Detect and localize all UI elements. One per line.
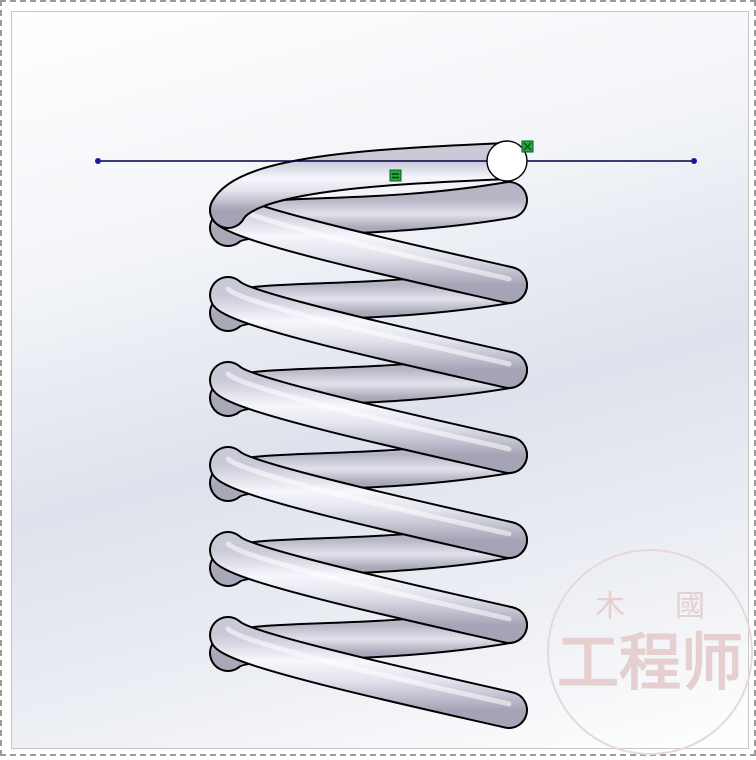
watermark-main-text: 工程师 — [557, 626, 743, 699]
sketch-profile-circle[interactable] — [486, 140, 528, 182]
coil-highlight — [225, 541, 512, 622]
coincident-relation-icon[interactable] — [521, 140, 534, 153]
helix-spring-body[interactable] — [209, 142, 528, 729]
coil-highlight — [225, 626, 512, 707]
coil-front-segment — [211, 363, 526, 472]
watermark-char-right: 國 — [675, 589, 705, 624]
coil-highlight — [225, 371, 512, 452]
coil-front-segment — [211, 448, 526, 557]
coil-front-segment — [211, 618, 526, 727]
watermark-char-left: 木 — [595, 589, 625, 624]
coil-highlight — [225, 456, 512, 537]
sketch-line-start-point[interactable] — [95, 158, 101, 164]
spring-model — [95, 140, 697, 729]
sketch-line-end-point[interactable] — [691, 158, 697, 164]
watermark-seal: 木 國 工程师 — [547, 549, 753, 755]
coil-highlight — [225, 286, 512, 367]
coil-top-lead — [211, 144, 524, 227]
cad-graphics-area[interactable] — [11, 11, 749, 749]
coil-front-segment — [211, 533, 526, 642]
coil-front-segment — [211, 278, 526, 387]
horizontal-relation-icon[interactable] — [389, 169, 402, 182]
